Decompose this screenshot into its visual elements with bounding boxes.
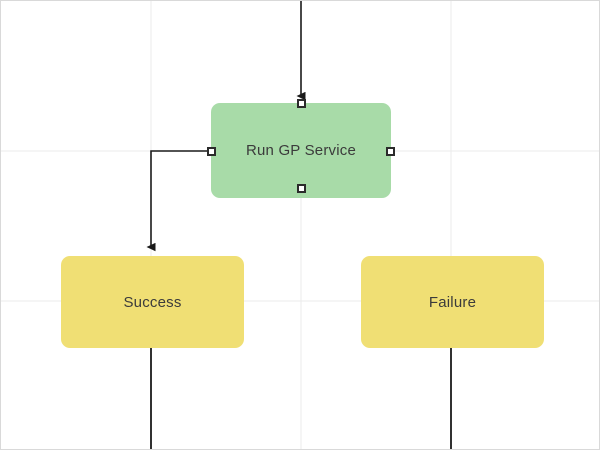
node-label-failure: Failure	[428, 293, 477, 311]
port-top-run-gp-service[interactable]	[296, 99, 306, 108]
node-label-success: Success	[123, 293, 182, 311]
port-bottom-run-gp-service[interactable]	[296, 184, 306, 193]
node-label-run-gp-service: Run GP Service	[245, 142, 357, 159]
node-failure[interactable]: Failure	[361, 256, 544, 348]
edge-run-to-success[interactable]	[146, 150, 212, 252]
node-success[interactable]: Success	[61, 256, 244, 348]
port-right-run-gp-service[interactable]	[386, 146, 395, 156]
port-left-run-gp-service[interactable]	[207, 146, 216, 156]
